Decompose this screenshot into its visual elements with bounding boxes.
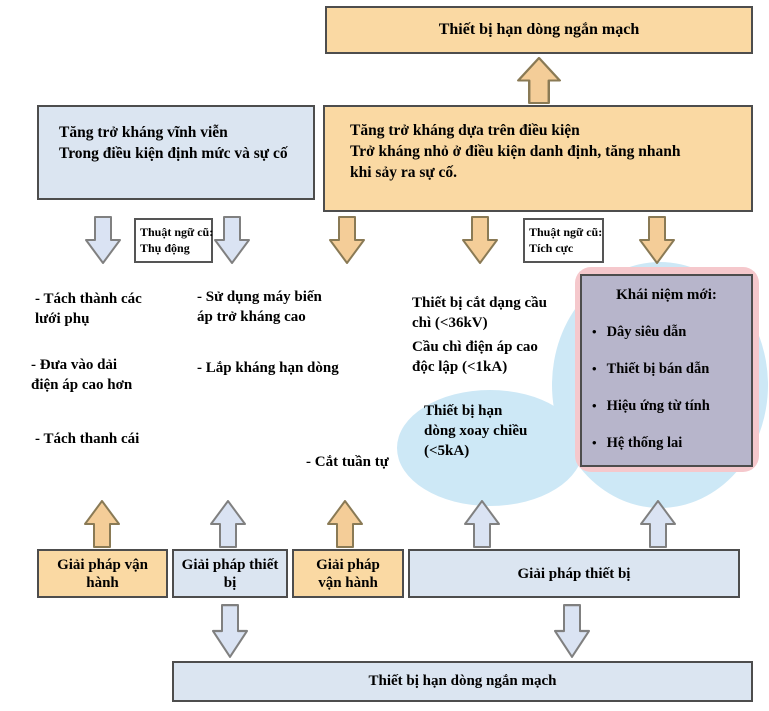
method-sequential: - Cắt tuần tự xyxy=(306,454,389,470)
concept-item-hybrid: • Hệ thống lai xyxy=(592,435,683,451)
concept-item-superconductor: • Dây siêu dẫn xyxy=(592,324,687,340)
method-ac-limiter: Thiết bị hạn dòng xoay chiều (<5kA) xyxy=(424,403,528,459)
bottom-title-label: Thiết bị hạn dòng ngắn mạch xyxy=(368,673,557,689)
down-arrow-icon xyxy=(329,216,365,264)
new-concepts-title: Khái niệm mới: xyxy=(616,287,717,303)
conditional-impedance-line1: Tăng trở kháng dựa trên điều kiện xyxy=(350,122,580,139)
up-arrow-icon xyxy=(640,500,676,548)
bullet-icon: • xyxy=(592,435,597,450)
up-arrow-icon xyxy=(84,500,120,548)
permanent-impedance-line2: Trong điều kiện định mức và sự cố xyxy=(59,145,288,162)
down-arrow-icon xyxy=(214,216,250,264)
method-hv-fuse: Cầu chì điện áp cao độc lập (<1kA) xyxy=(412,339,538,375)
bottom-title-box: Thiết bị hạn dòng ngắn mạch xyxy=(172,661,753,702)
up-arrow-icon xyxy=(327,500,363,548)
bullet-icon: • xyxy=(592,324,597,339)
old-term-passive-line1: Thuật ngữ cũ: xyxy=(140,225,214,239)
old-term-active-label: Thuật ngữ cũ: Tích cực xyxy=(523,218,604,263)
concept-item-semiconductor: • Thiết bị bán dẫn xyxy=(592,361,710,377)
solution-operation-box-1: Giải pháp vận hành xyxy=(37,549,168,598)
down-arrow-icon xyxy=(212,604,248,658)
permanent-impedance-box: Tăng trở kháng vĩnh viễn Trong điều kiện… xyxy=(37,105,315,200)
method-fuse-breaker: Thiết bị cắt dạng cầu chì (<36kV) xyxy=(412,295,548,331)
down-arrow-icon xyxy=(639,216,675,264)
old-term-active-line2: Tích cực xyxy=(529,241,574,255)
up-arrow-icon xyxy=(464,500,500,548)
method-reactor: - Lắp kháng hạn dòng xyxy=(197,360,339,376)
new-concepts-box: Khái niệm mới: • Dây siêu dẫn • Thiết bị… xyxy=(580,274,753,467)
solution-device-box-1: Giải pháp thiết bị xyxy=(172,549,288,598)
solution-operation-box-2: Giải pháp vận hành xyxy=(292,549,404,598)
method-subgrid: - Tách thành các lưới phụ xyxy=(35,291,142,327)
solution-device-box-2: Giải pháp thiết bị xyxy=(408,549,740,598)
conditional-impedance-line3: khi sảy ra sự cố. xyxy=(350,164,458,181)
top-title-label: Thiết bị hạn dòng ngắn mạch xyxy=(438,21,640,38)
down-arrow-icon xyxy=(554,604,590,658)
old-term-passive-line2: Thụ động xyxy=(140,241,190,255)
old-term-passive-label: Thuật ngữ cũ: Thụ động xyxy=(134,218,213,263)
permanent-impedance-line1: Tăng trở kháng vĩnh viễn xyxy=(59,124,228,141)
up-arrow-icon xyxy=(210,500,246,548)
top-title-box: Thiết bị hạn dòng ngắn mạch xyxy=(325,6,753,54)
conditional-impedance-line2: Trở kháng nhỏ ở điều kiện danh định, tăn… xyxy=(350,143,681,160)
conditional-impedance-box: Tăng trở kháng dựa trên điều kiện Trở kh… xyxy=(323,105,753,212)
method-busbar: - Tách thanh cái xyxy=(35,431,140,447)
up-arrow-icon xyxy=(517,57,561,104)
method-transformer: - Sử dụng máy biến áp trở kháng cao xyxy=(197,289,322,325)
method-voltage: - Đưa vào dải điện áp cao hơn xyxy=(31,357,133,393)
old-term-active-line1: Thuật ngữ cũ: xyxy=(529,225,603,239)
down-arrow-icon xyxy=(462,216,498,264)
concept-item-magnetic: • Hiệu ứng từ tính xyxy=(592,398,710,414)
down-arrow-icon xyxy=(85,216,121,264)
bullet-icon: • xyxy=(592,361,597,376)
bullet-icon: • xyxy=(592,398,597,413)
